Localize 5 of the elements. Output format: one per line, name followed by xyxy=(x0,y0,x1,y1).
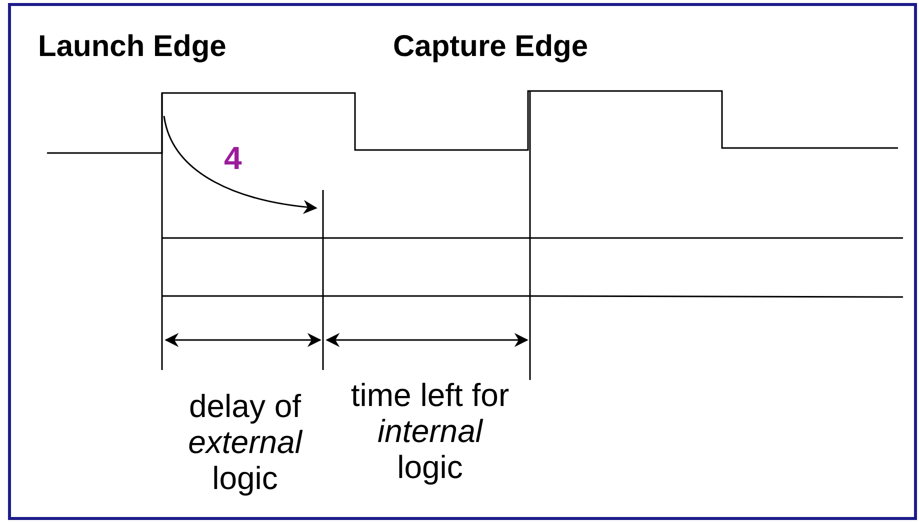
signal-label: Capture Edge xyxy=(393,30,588,64)
note: delay of external logic xyxy=(187,388,304,496)
note: time left for internal logic xyxy=(350,377,510,485)
signal-label: Launch Edge xyxy=(38,30,226,64)
callout-number: 4 xyxy=(224,140,242,177)
